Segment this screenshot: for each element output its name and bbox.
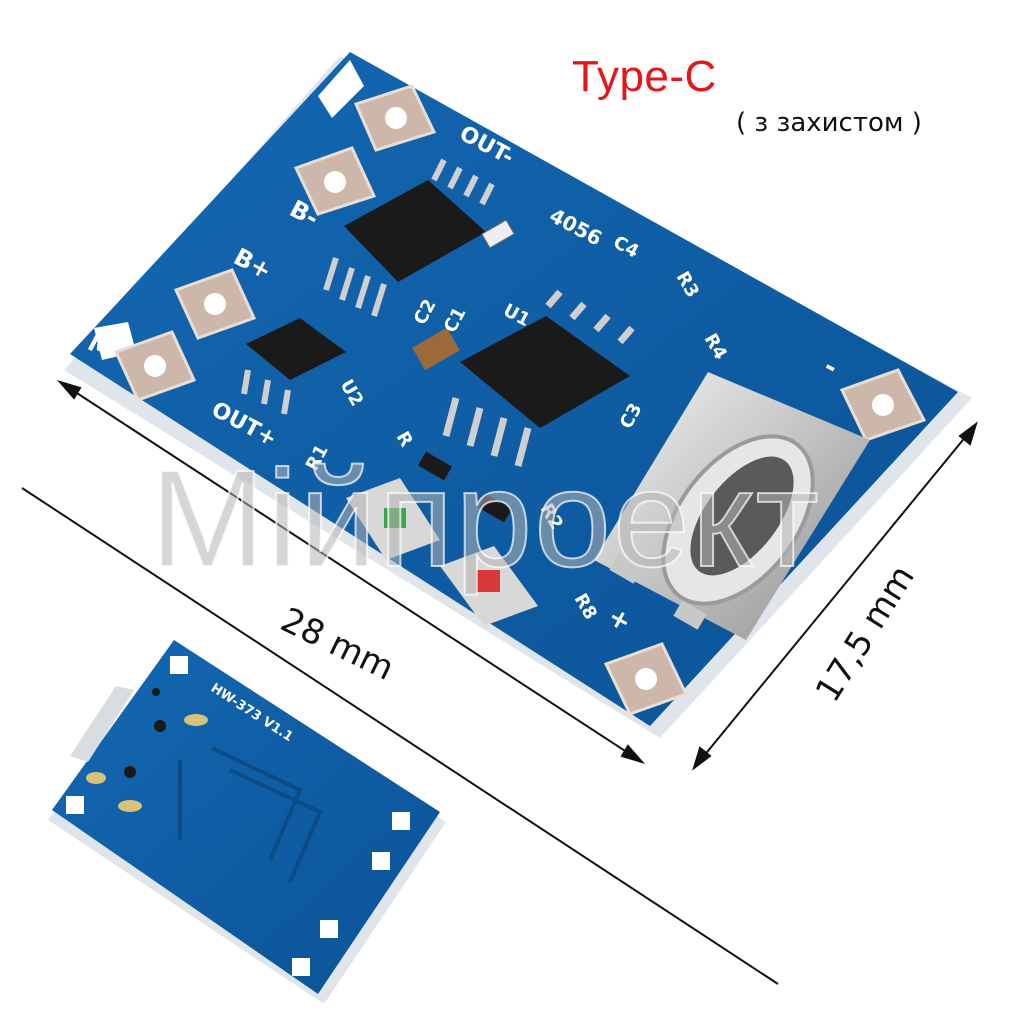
smd-components xyxy=(412,219,515,523)
mosfet-u2 xyxy=(241,318,346,415)
pcb-board-top: OUT- B- B+ M OUT+ 4056 U1 U2 C1 C2 C3 C4… xyxy=(64,52,972,738)
watermark-text: Мійпроект xyxy=(149,441,821,597)
dimension-line-length xyxy=(21,380,779,985)
usb-type-c-connector xyxy=(594,372,870,640)
product-title: Type-C xyxy=(572,52,717,101)
pcb-board-bottom: HW-373 V1.1 xyxy=(48,640,446,1004)
ic-tp4056 xyxy=(442,289,635,467)
ic-protection xyxy=(323,158,495,317)
dimension-line-width xyxy=(692,421,978,771)
product-subtitle: ( з захистом ) xyxy=(736,108,922,138)
led-indicators xyxy=(346,478,538,626)
